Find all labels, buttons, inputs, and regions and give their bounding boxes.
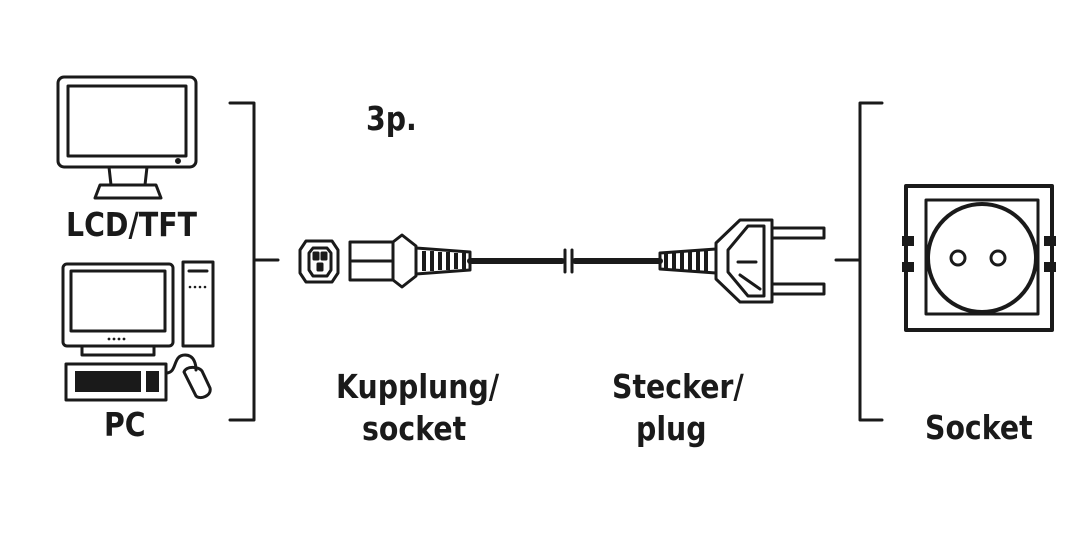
label-socket-coupler: socket — [362, 409, 467, 448]
label-socket: Socket — [925, 408, 1033, 447]
monitor-icon — [56, 75, 198, 200]
label-pc: PC — [104, 405, 146, 444]
label-plug: plug — [636, 409, 707, 448]
label-kupplung: Kupplung/ — [336, 367, 500, 406]
schuko-plug-icon — [658, 218, 826, 304]
coupler-side-icon — [348, 233, 472, 289]
wall-socket-icon — [902, 184, 1056, 332]
right-bracket — [834, 101, 884, 422]
c13-coupler-icon — [298, 239, 340, 284]
cable — [467, 248, 663, 274]
pc-icon — [61, 260, 215, 402]
label-3p: 3p. — [366, 99, 417, 138]
left-bracket — [228, 101, 280, 422]
label-lcd-tft: LCD/TFT — [66, 205, 197, 244]
label-stecker: Stecker/ — [612, 367, 744, 406]
